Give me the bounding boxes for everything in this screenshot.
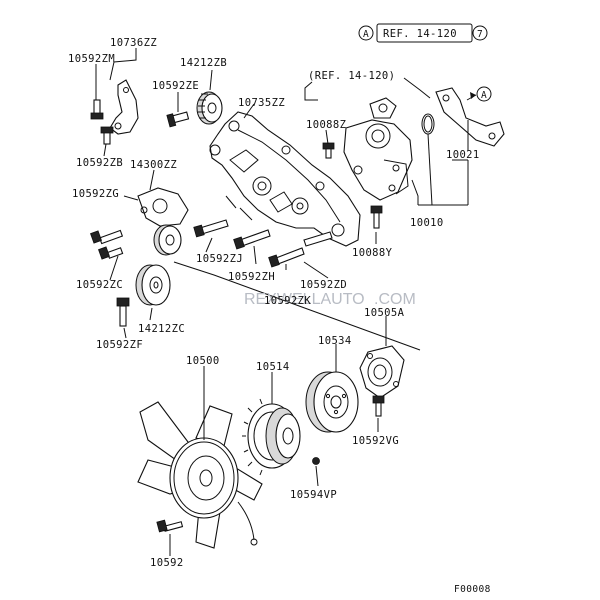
arrow-a-letter: A [481, 90, 487, 101]
part-labels: 10736ZZ 10592ZM 14212ZB 10592ZE 10735ZZ 10088… [68, 37, 480, 569]
part-label-10592zh: 10592ZH [228, 271, 275, 283]
fan-clutch-10514 [242, 398, 301, 476]
leader-lines [95, 48, 468, 556]
part-label-10592zk: 10592ZK [264, 295, 311, 307]
part-label-10021: 10021 [446, 149, 480, 161]
bolt-10592zg-2 [98, 246, 124, 260]
pulley-14212zc [135, 264, 171, 306]
part-label-10736zz: 10736ZZ [110, 37, 157, 49]
bolt-10088y [370, 205, 383, 229]
arrow-a: A [466, 86, 492, 102]
tensioner-14300zz [137, 187, 189, 227]
ref-note: (REF. 14-120) [308, 70, 395, 82]
part-label-14212zb: 14212ZB [180, 57, 227, 69]
bolt-10592zf [116, 297, 130, 327]
stud-10592zk [303, 231, 333, 247]
part-label-14300zz: 14300ZZ [130, 159, 177, 171]
bracket-10736zz [109, 79, 139, 135]
pulley-10534 [305, 371, 359, 433]
part-label-10592zm: 10592ZM [68, 53, 115, 65]
part-label-10514: 10514 [256, 361, 290, 373]
part-label-10010: 10010 [410, 217, 444, 229]
o-ring [421, 113, 435, 135]
stud-10592zd [268, 247, 305, 268]
pulley-14212zb [196, 91, 223, 125]
fan-10500 [137, 401, 263, 549]
part-label-10505a: 10505A [364, 307, 405, 319]
part-label-10592ze: 10592ZE [152, 80, 199, 92]
bolt-10592ze [166, 111, 190, 128]
part-label-10592zb: 10592ZB [76, 157, 123, 169]
ref-box-num: 7 [477, 29, 483, 40]
bracket-10010 [411, 160, 469, 206]
part-label-10088z: 10088Z [306, 119, 346, 131]
watermark-suffix: .COM [374, 291, 416, 308]
stud-10592zj [193, 219, 229, 238]
part-label-10592vg: 10592VG [352, 435, 399, 447]
bolt-10592zm [90, 99, 104, 120]
stud-10592zh [233, 229, 271, 250]
bolt-10088z [322, 142, 335, 159]
part-label-10592: 10592 [150, 557, 184, 569]
part-label-10500: 10500 [186, 355, 220, 367]
part-label-10592zj: 10592ZJ [196, 253, 243, 265]
watermark: REXWELLAUTO [244, 291, 365, 308]
gasket-10021 [435, 87, 505, 147]
part-label-10735zz: 10735ZZ [238, 97, 285, 109]
part-label-14212zc: 14212ZC [138, 323, 185, 335]
part-label-10592zf: 10592ZF [96, 339, 143, 351]
part-label-10592zg: 10592ZG [72, 188, 119, 200]
part-label-10534: 10534 [318, 335, 352, 347]
bolt-10592vg [372, 395, 385, 417]
bolt-10592zg-1 [90, 229, 124, 245]
water-pump-10010 [343, 119, 413, 201]
bolt-10592zb [100, 126, 114, 145]
part-label-10592zc: 10592ZC [76, 279, 123, 291]
part-label-10592zd: 10592ZD [300, 279, 347, 291]
gasket-ref [369, 97, 397, 119]
ref-box-text: REF. 14-120 [383, 28, 457, 40]
part-label-10088y: 10088Y [352, 247, 393, 259]
pulley-tensioner [153, 224, 182, 256]
nut-10594vp [312, 457, 320, 465]
ref-circle-letter: A [363, 29, 369, 40]
part-label-10594vp: 10594VP [290, 489, 337, 501]
housing-10735zz [209, 111, 361, 247]
ref-box: A REF. 14-120 7 [358, 23, 488, 43]
bolt-10592 [156, 519, 184, 533]
figure-code: F00008 [454, 584, 491, 595]
flange-10505a [359, 345, 405, 399]
